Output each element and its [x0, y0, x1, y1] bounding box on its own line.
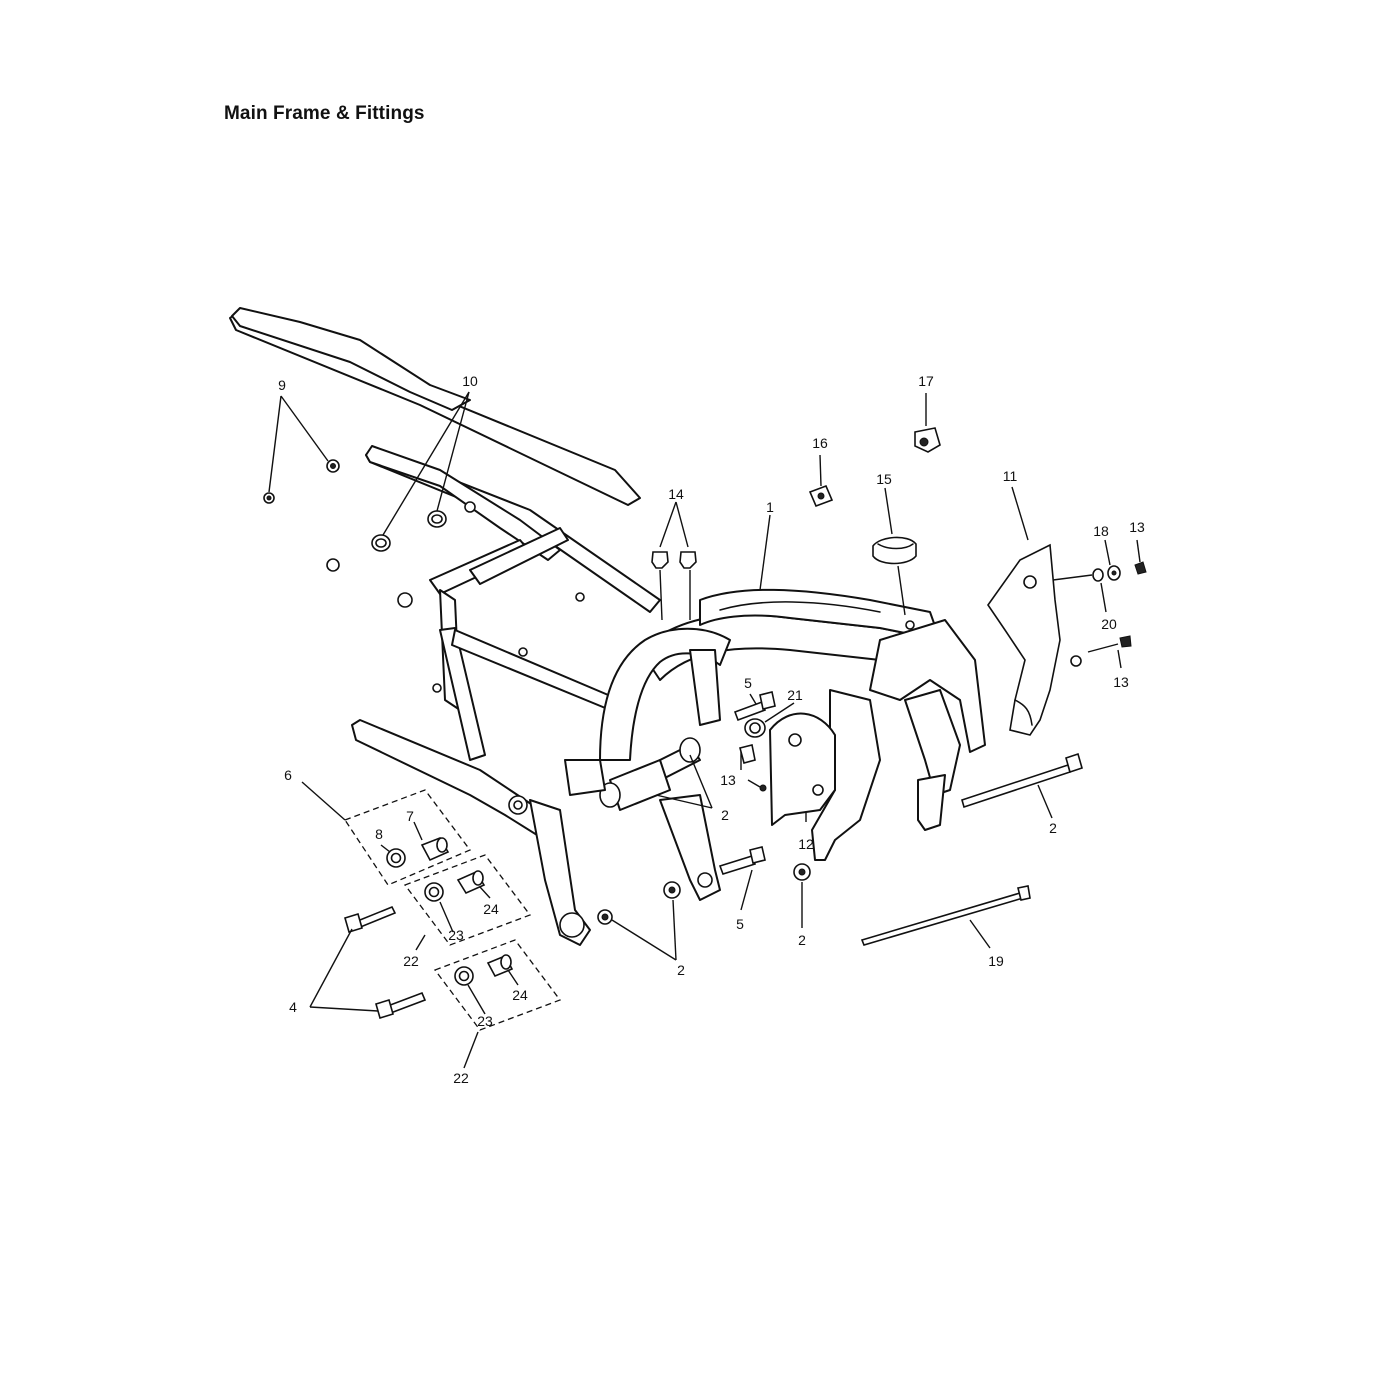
- callout-14: 14: [668, 486, 684, 502]
- page-title: Main Frame & Fittings: [224, 103, 425, 124]
- callout-10: 10: [462, 373, 478, 389]
- callout-2: 2: [721, 807, 729, 823]
- main-frame-drawing: [229, 307, 986, 946]
- leader-lines: [268, 391, 1141, 1069]
- callout-2: 2: [798, 932, 806, 948]
- callout-labels: 1 2 2 2 2 4 5 5 6 7 8 9 10 11 12 13 13 1…: [278, 373, 1145, 1086]
- callout-23: 23: [448, 927, 464, 943]
- callout-22: 22: [453, 1070, 469, 1086]
- callout-12: 12: [798, 836, 814, 852]
- callout-21: 21: [787, 687, 803, 703]
- callout-7: 7: [406, 808, 414, 824]
- callout-13: 13: [1129, 519, 1145, 535]
- callout-9: 9: [278, 377, 286, 393]
- callout-16: 16: [812, 435, 828, 451]
- callout-5: 5: [736, 916, 744, 932]
- callout-20: 20: [1101, 616, 1117, 632]
- callout-2: 2: [1049, 820, 1057, 836]
- callout-22: 22: [403, 953, 419, 969]
- callout-11: 11: [1003, 468, 1018, 484]
- callout-4: 4: [289, 999, 297, 1015]
- callout-5: 5: [744, 675, 752, 691]
- dashed-kit-boxes: [344, 789, 562, 1031]
- callout-23: 23: [477, 1013, 493, 1029]
- callout-1: 1: [766, 499, 774, 515]
- callout-2: 2: [677, 962, 685, 978]
- callout-13: 13: [720, 772, 736, 788]
- loose-parts: [263, 427, 1147, 1020]
- callout-19: 19: [988, 953, 1004, 969]
- callout-15: 15: [876, 471, 892, 487]
- callout-24: 24: [512, 987, 528, 1003]
- callout-13: 13: [1113, 674, 1129, 690]
- callout-18: 18: [1093, 523, 1109, 539]
- callout-17: 17: [918, 373, 934, 389]
- callout-24: 24: [483, 901, 499, 917]
- callout-6: 6: [284, 767, 292, 783]
- callout-8: 8: [375, 826, 383, 842]
